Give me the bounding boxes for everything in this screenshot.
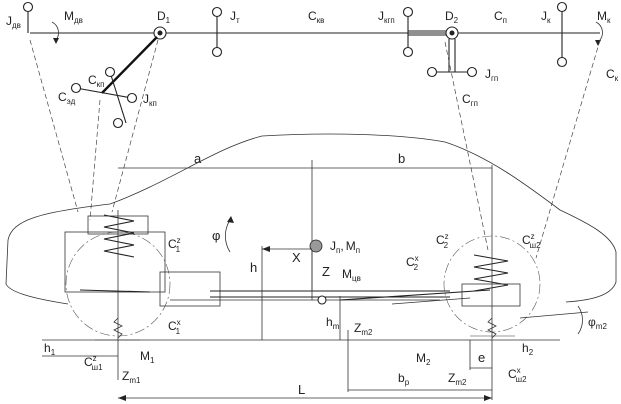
kp-node-3 <box>104 66 116 78</box>
front-lower-arm <box>79 289 151 293</box>
label-b: b <box>398 151 405 166</box>
engine-moment-arrow <box>51 21 59 41</box>
shaft-joint <box>317 295 327 305</box>
rear-spring <box>473 254 509 292</box>
label-m-cv: Mцв <box>342 267 361 283</box>
car-body-outline <box>5 133 617 400</box>
label-d2: D2 <box>445 9 459 25</box>
label-j-gp: Jгп <box>485 67 498 83</box>
engine-inertia-node <box>22 1 34 13</box>
pitch-arc <box>224 219 231 253</box>
proj-line-4 <box>444 41 489 251</box>
label-c-gp: Cгп <box>462 92 478 108</box>
kp-crossbar-2 <box>109 71 127 124</box>
label-z: Z <box>322 264 330 279</box>
phi-m2-ref <box>519 311 589 319</box>
d1-joint-core <box>157 30 163 36</box>
j-kgp-node-bottom <box>402 46 414 58</box>
label-m-dv: Mдв <box>64 9 83 25</box>
label-hm: hm <box>326 315 340 331</box>
label-zm1: Zm1 <box>122 369 141 385</box>
wheel-moment-arrow <box>595 21 603 43</box>
label-x: X <box>292 250 301 265</box>
phi-m2-arc <box>577 305 583 335</box>
gearbox-housing <box>159 271 221 307</box>
pitch-arrowhead <box>227 216 234 223</box>
label-d1: D1 <box>157 9 171 25</box>
drivetrain-scheme <box>22 1 603 259</box>
j-k-node-bottom <box>556 56 568 68</box>
label-m1: M1 <box>140 349 155 365</box>
front-spring <box>103 214 135 258</box>
kp-mount-link <box>101 36 158 94</box>
label-h1: h1 <box>44 341 56 357</box>
label-c-ed: Cэд <box>58 90 76 106</box>
kp-crossbar-1 <box>75 87 133 99</box>
label-l: L <box>298 382 305 397</box>
kp-node-2 <box>126 92 138 104</box>
car-front-line <box>5 239 69 305</box>
dim-l-arrow-right <box>484 395 492 401</box>
dimensions <box>42 160 589 401</box>
label-phi-m2: φm2 <box>588 315 607 331</box>
car-roof-line <box>7 133 617 303</box>
dim-l-arrow-left <box>118 395 126 401</box>
label-c-k: Cк <box>606 67 619 83</box>
rear-lower-link <box>391 297 471 305</box>
j-kgp-node-top <box>402 6 414 18</box>
label-c-p: Cп <box>494 9 507 25</box>
gp-node-left <box>426 66 438 78</box>
proj-line-2 <box>89 99 101 221</box>
label-j-t: Jт <box>230 9 240 25</box>
rear-tire-spring <box>487 317 497 339</box>
kp-node-4 <box>112 117 124 129</box>
j-t-node-bottom <box>211 46 223 58</box>
label-j-dv: Jдв <box>6 14 21 30</box>
label-j-k: Jк <box>541 9 551 25</box>
label-j-kp: Jкп <box>143 92 157 108</box>
proj-line-3 <box>111 39 159 213</box>
cg-mass <box>309 239 323 253</box>
label-zm2-bottom: Zm2 <box>448 371 467 387</box>
proj-line-1 <box>29 39 79 213</box>
label-bp: bp <box>398 371 410 387</box>
label-h: h <box>250 260 257 275</box>
label-phi: φ <box>212 228 220 243</box>
engine-block <box>64 231 166 293</box>
x-axis-arrow <box>262 246 270 252</box>
d2-joint-core <box>449 30 455 36</box>
kp-node-1 <box>70 82 82 94</box>
label-a: a <box>194 151 202 166</box>
j-k-node-top <box>556 1 568 13</box>
label-zm2-top: Zm2 <box>354 321 373 337</box>
proj-line-5 <box>535 39 601 259</box>
label-h2: h2 <box>522 341 534 357</box>
scheme-labels: Jдв Mдв D1 Jт Cкв Jкгп D2 Cп Jк Mк Cкп C… <box>6 9 619 108</box>
rear-trailing-arm <box>339 289 491 301</box>
front-tire-spring <box>113 317 123 339</box>
label-m2: M2 <box>416 351 431 367</box>
rear-axle-housing <box>461 283 521 307</box>
j-t-node-top <box>211 6 223 18</box>
label-c-kp: Cкп <box>88 73 105 89</box>
label-jp-mp: Jп,Mп <box>330 239 360 255</box>
label-j-kgp: Jкгп <box>378 9 395 25</box>
label-m-k: Mк <box>597 9 611 25</box>
engine-moment-arrowhead <box>53 38 59 44</box>
gp-node-right <box>466 66 478 78</box>
label-e: e <box>478 350 485 365</box>
label-c-kv: Cкв <box>308 9 324 25</box>
